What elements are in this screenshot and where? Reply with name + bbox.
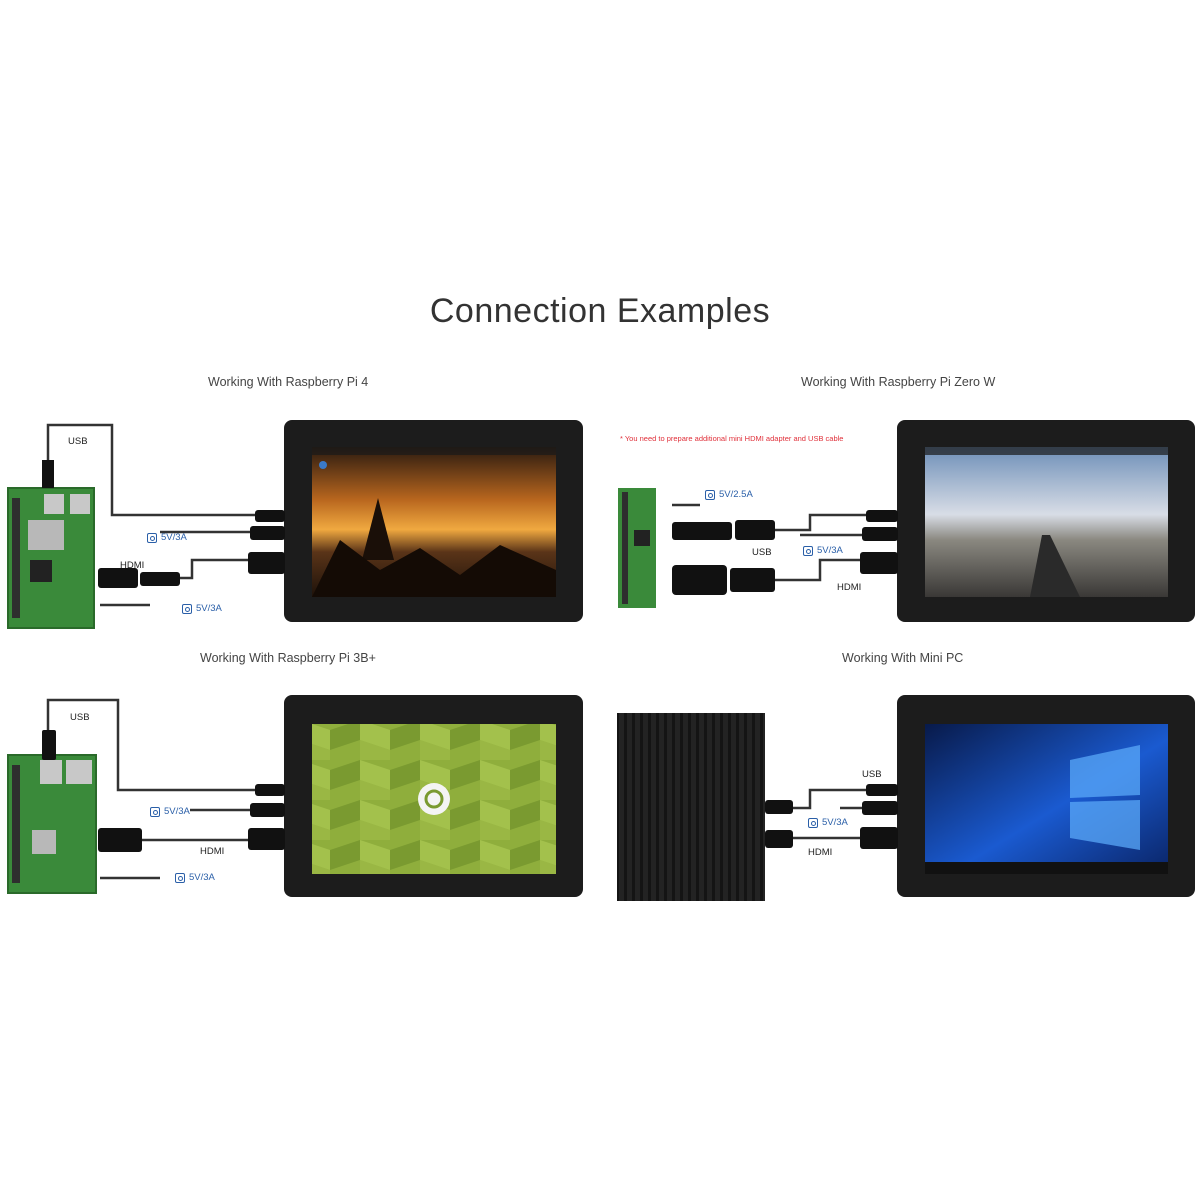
label-hdmi-pi3: HDMI	[200, 846, 225, 857]
pi3-board	[7, 754, 97, 894]
zero-board	[618, 488, 656, 608]
section-title-pi3: Working With Raspberry Pi 3B+	[200, 651, 376, 665]
connectors-zero	[672, 510, 898, 595]
cables-pi4	[46, 423, 262, 607]
power-icon	[808, 817, 818, 828]
label-usb-minipc: USB	[862, 769, 882, 780]
display-pi4	[284, 420, 583, 622]
display-minipc	[897, 695, 1195, 897]
section-title-zero: Working With Raspberry Pi Zero W	[801, 375, 996, 389]
page-title: Connection Examples	[429, 292, 771, 330]
section-title-minipc: Working With Mini PC	[842, 651, 964, 665]
power-icon	[147, 532, 157, 543]
mini-pc	[617, 713, 765, 901]
power-icon	[182, 603, 192, 614]
connectors-minipc	[765, 784, 898, 849]
display-screen-minipc	[925, 724, 1168, 874]
label-hdmi-pi4: HDMI	[120, 560, 145, 571]
label-hdmi-zero: HDMI	[837, 582, 862, 593]
label-usb-pi3: USB	[70, 712, 90, 723]
label-power-board-pi3: 5V/3A	[175, 872, 215, 883]
power-icon	[705, 489, 715, 500]
label-power-board-zero: 5V/2.5A	[705, 489, 753, 500]
display-pi3	[284, 695, 583, 897]
note-adapter: * You need to prepare additional mini HD…	[620, 434, 844, 443]
label-hdmi-minipc: HDMI	[808, 847, 833, 858]
power-icon	[175, 872, 185, 883]
display-zero	[897, 420, 1195, 622]
label-power-display-pi4: 5V/3A	[147, 532, 187, 543]
connectors-pi3	[42, 730, 285, 852]
label-usb-pi4: USB	[68, 436, 88, 447]
label-power-display-zero: 5V/3A	[803, 545, 843, 556]
label-power-board-pi4: 5V/3A	[182, 603, 222, 614]
power-icon	[150, 806, 160, 817]
power-icon	[803, 545, 813, 556]
connectors-pi4	[42, 460, 285, 588]
pi4-board	[7, 487, 95, 629]
label-usb-zero: USB	[752, 547, 772, 558]
label-power-display-pi3: 5V/3A	[150, 806, 190, 817]
section-title-pi4: Working With Raspberry Pi 4	[208, 375, 369, 389]
label-power-display-minipc: 5V/3A	[808, 817, 848, 828]
